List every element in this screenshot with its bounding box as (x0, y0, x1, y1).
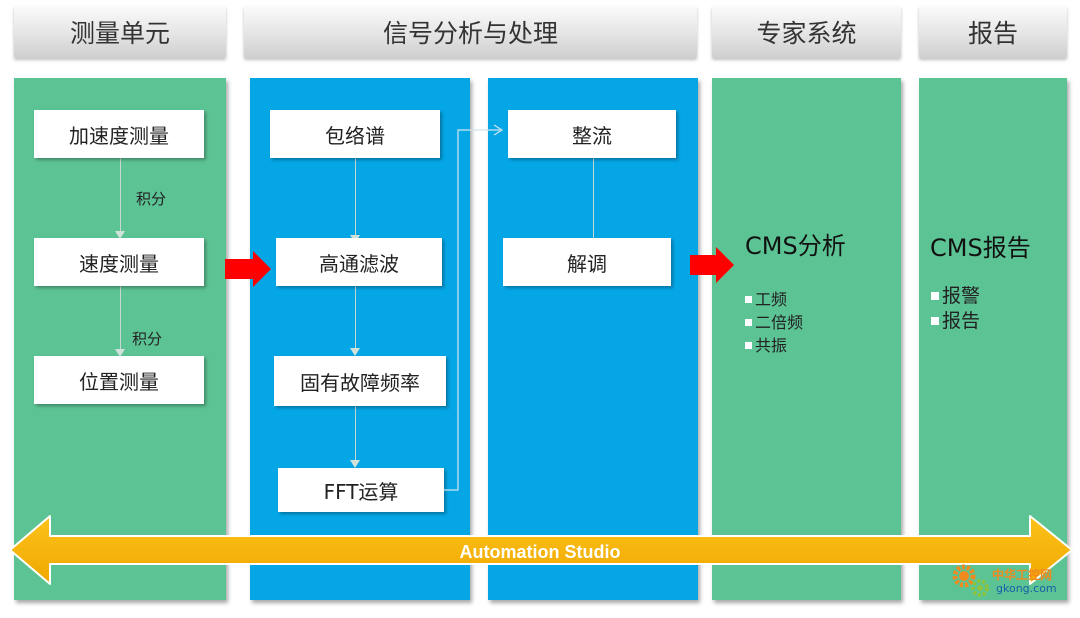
list-item: 二倍频 (745, 311, 803, 334)
list-item: 报警 (931, 284, 980, 309)
flow-arrowhead (115, 231, 125, 239)
cms-report-title: CMS报告 (930, 234, 1031, 262)
panel-expert-system (712, 78, 901, 600)
header-label: 测量单元 (69, 19, 170, 48)
watermark: 中华工控网 gkong.com (948, 560, 1076, 600)
watermark-line1: 中华工控网 (992, 568, 1053, 582)
list-item: 工频 (745, 288, 803, 311)
cms-analysis-title: CMS分析 (745, 232, 846, 260)
box-fault-frequency: 固有故障频率 (274, 356, 446, 406)
panel-analysis (250, 78, 470, 600)
fft-to-rectify-connector (444, 124, 504, 491)
flow-arrow-red (225, 251, 271, 287)
box-envelope-spectrum: 包络谱 (270, 110, 440, 158)
list-item: 报告 (931, 309, 980, 334)
header-report: 报告 (919, 6, 1067, 58)
flow-line (355, 406, 356, 462)
panel-report (919, 78, 1067, 600)
box-position-measurement: 位置测量 (34, 356, 204, 404)
header-label: 专家系统 (756, 19, 857, 48)
box-rectify: 整流 (508, 110, 676, 158)
box-velocity-measurement: 速度测量 (34, 238, 204, 286)
list-item: 共振 (745, 334, 803, 357)
flow-arrowhead (350, 460, 360, 468)
flow-line (120, 286, 121, 352)
flow-line (355, 286, 356, 350)
cms-analysis-list: 工频 二倍频 共振 (745, 288, 803, 357)
box-acceleration-measurement: 加速度测量 (34, 110, 204, 158)
flow-line (355, 158, 356, 238)
integration-label: 积分 (136, 190, 167, 208)
flow-line (593, 158, 594, 238)
flow-arrowhead (115, 349, 125, 357)
box-fft: FFT运算 (278, 468, 444, 512)
flow-arrow-red (690, 247, 734, 283)
integration-label: 积分 (132, 330, 163, 348)
watermark-line2: gkong.com (996, 582, 1057, 595)
cms-report-list: 报警 报告 (931, 284, 980, 334)
box-demodulate: 解调 (503, 238, 671, 286)
automation-studio-label: Automation Studio (459, 542, 621, 562)
header-expert-system: 专家系统 (712, 6, 901, 58)
box-highpass-filter: 高通滤波 (276, 238, 442, 286)
flow-line (120, 158, 121, 234)
header-measurement-unit: 测量单元 (14, 6, 226, 58)
gear-icon (952, 564, 989, 597)
header-label: 报告 (967, 19, 1018, 48)
flow-arrowhead (350, 348, 360, 356)
header-signal-analysis: 信号分析与处理 (244, 6, 697, 58)
automation-studio-arrow (9, 515, 1073, 585)
header-label: 信号分析与处理 (382, 19, 558, 48)
